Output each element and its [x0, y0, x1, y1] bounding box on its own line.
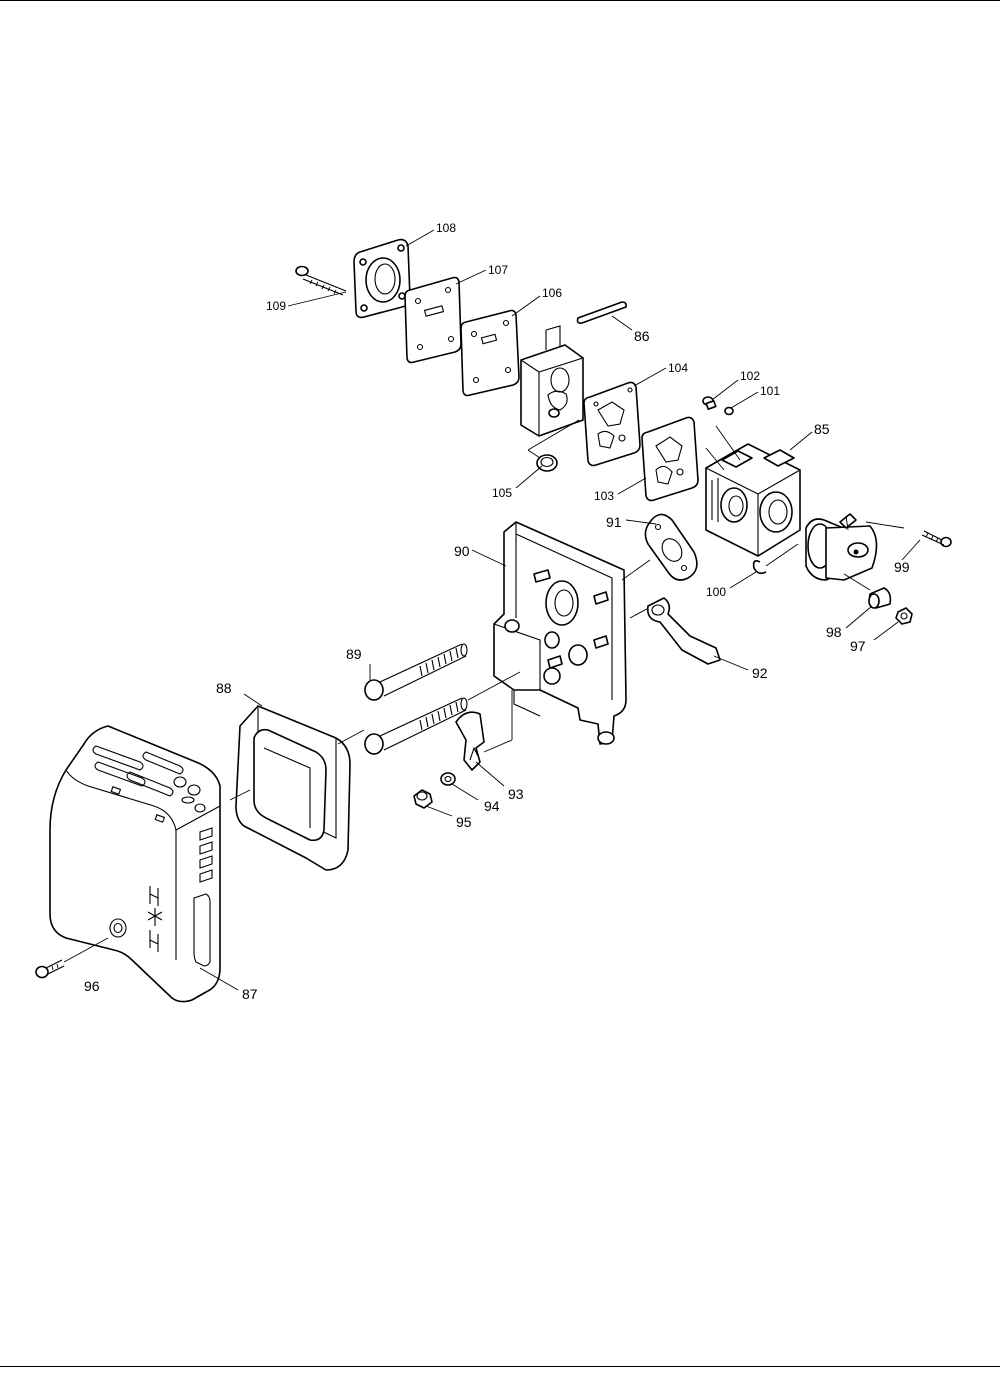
throttle-assembly: [805, 513, 905, 591]
label-108: 108: [436, 221, 456, 235]
part-89-bolt: [364, 643, 468, 701]
part-87-cover: [49, 725, 239, 1003]
label-93: 93: [508, 786, 524, 802]
part-96-screw: [35, 937, 109, 979]
part-85-carburetor-body: [705, 425, 801, 557]
part-103-diaphragm: [641, 416, 699, 502]
label-98: 98: [826, 624, 842, 640]
bottom-rule: [0, 1366, 1000, 1367]
part-107-gasket: [404, 276, 462, 364]
label-95: 95: [456, 814, 472, 830]
pump-cover: [520, 325, 584, 451]
label-97: 97: [850, 638, 866, 654]
label-88: 88: [216, 680, 232, 696]
lower-bolt: [364, 671, 521, 755]
part-94-washer: [440, 772, 456, 786]
part-98-screw: [868, 587, 892, 609]
label-99: 99: [894, 559, 910, 575]
part-labels: 108 107 106 109 86 104 102 101 85 105 10…: [84, 221, 910, 1002]
part-88-filter: [229, 705, 365, 871]
label-89: 89: [346, 646, 362, 662]
part-92-lever: [646, 597, 721, 665]
label-92: 92: [752, 665, 768, 681]
part-101-oring: [724, 406, 734, 416]
part-106-diaphragm: [460, 309, 520, 397]
part-100-clip: [752, 543, 799, 575]
label-85: 85: [814, 421, 830, 437]
label-107: 107: [488, 263, 508, 277]
part-109-bolt: [295, 265, 347, 296]
label-104: 104: [668, 361, 688, 375]
label-100: 100: [706, 585, 726, 599]
part-105-screen: [527, 449, 558, 472]
part-108-flange: [353, 238, 411, 319]
part-104-gasket: [583, 381, 641, 467]
label-90: 90: [454, 543, 470, 559]
label-94: 94: [484, 798, 500, 814]
part-90-base: [493, 521, 657, 745]
label-96: 96: [84, 978, 100, 994]
label-86: 86: [634, 328, 650, 344]
part-97-nut: [895, 607, 913, 625]
label-103: 103: [594, 489, 614, 503]
label-102: 102: [740, 369, 760, 383]
label-87: 87: [242, 986, 258, 1002]
part-93-plate: [455, 690, 513, 771]
part-102-screw: [702, 396, 717, 410]
label-109: 109: [266, 299, 286, 313]
part-91-gasket: [644, 513, 698, 581]
part-86-pin: [576, 301, 627, 324]
label-101: 101: [760, 384, 780, 398]
label-105: 105: [492, 486, 512, 500]
part-99-screw: [921, 530, 952, 548]
top-rule: [0, 0, 1000, 1]
label-106: 106: [542, 286, 562, 300]
label-91: 91: [606, 514, 622, 530]
part-95-screw: [413, 789, 433, 809]
leader-lines: [243, 229, 921, 817]
